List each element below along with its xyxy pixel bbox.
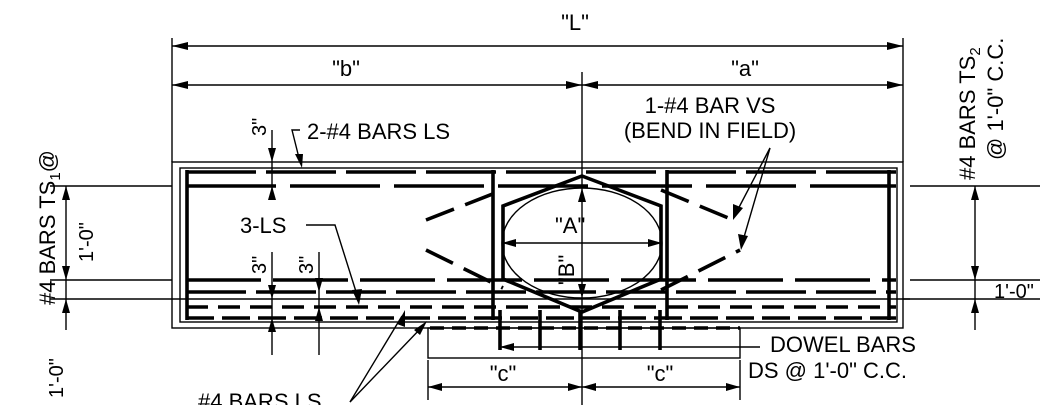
bar-vs-line2-text: (BEND IN FIELD): [624, 118, 796, 143]
arrow-c-left-2: [568, 383, 582, 391]
bar-vs-line1-text: 1-#4 BAR VS: [645, 93, 776, 118]
dim-B-text: "B": [554, 255, 579, 285]
dim-1ft-left-text: 1'-0": [76, 222, 98, 262]
arrow-c-right-2: [726, 383, 740, 391]
arrow-3in-top-up: [268, 186, 276, 200]
arrow-3in-right-down: [315, 278, 323, 292]
vs-bar-left-lower: [425, 248, 504, 290]
arrow-b-right: [566, 81, 582, 89]
arrow-3in-left-up: [268, 318, 276, 332]
ts1-text: #4 BARS TS1@: [35, 150, 64, 305]
arrow-3in-left-down: [268, 285, 276, 299]
vs-bar-left-upper: [425, 188, 504, 222]
arrow-A-left: [502, 239, 516, 247]
dim-A-text: "A": [555, 213, 585, 238]
leader-bars-ls-2: [291, 129, 301, 163]
vs-bar-right-lower: [660, 248, 741, 292]
arrow-b-left: [172, 81, 188, 89]
dim-c-left-text: "c": [490, 361, 517, 386]
arrow-ts2-top: [971, 186, 979, 200]
arrow-ts1-top: [62, 186, 70, 200]
ts1-prefix: #4 BARS TS: [35, 181, 60, 305]
bars-ls-2-text: 2-#4 BARS LS: [307, 119, 450, 144]
dim-1ft-right-text: 1'-0": [994, 281, 1034, 303]
ts2-sub: 2: [967, 47, 984, 55]
dowel-block-outline: [427, 327, 741, 359]
arrow-L-right: [887, 42, 903, 50]
arrow-B-top: [578, 188, 586, 202]
bars-ls-bottom-text: #4 BARS LS: [198, 389, 322, 405]
arrow-A-right: [648, 239, 662, 247]
arrow-ts2-lower: [971, 299, 979, 313]
vs-bar-right-upper: [660, 188, 739, 224]
ls-3-text: 3-LS: [240, 213, 286, 238]
arrow-bars-ls-2: [295, 154, 303, 168]
dim-1ft-left-bottom-text: 1'-0": [46, 358, 68, 398]
arrow-c-left-1: [428, 383, 442, 391]
ts2-prefix: #4 BARS TS: [955, 56, 980, 180]
ts2-text: #4 BARS TS2: [955, 47, 984, 180]
dim-3in-top-text: 3": [249, 118, 271, 136]
ts2-spacing-text: @ 1'-0" C.C.: [983, 38, 1008, 160]
arrow-ts1-bottom: [62, 266, 70, 280]
arrow-L-left: [172, 42, 188, 50]
arrow-bars-ls-bottom-1: [397, 310, 405, 327]
dowel-line2-text: DS @ 1'-0" C.C.: [748, 358, 907, 383]
dowel-line1-text: DOWEL BARS: [770, 332, 916, 357]
leader-bars-ls-bottom-1: [349, 315, 403, 403]
ts1-sub: 1: [47, 172, 64, 180]
ts1-suffix: @: [35, 150, 60, 172]
dim-c-right-text: "c": [647, 361, 674, 386]
dim-a-text: "a": [731, 56, 759, 81]
dim-3in-right-text: 3": [296, 256, 318, 274]
arrow-a-right: [887, 81, 903, 89]
arrow-ls-3: [352, 289, 362, 305]
arrow-a-left: [582, 81, 598, 89]
dim-3in-left-text: 3": [249, 256, 271, 274]
arrow-vs-1: [733, 204, 743, 220]
arrow-vs-2: [738, 234, 748, 250]
arrow-ts1-lower: [62, 299, 70, 313]
arrow-B-bottom: [578, 284, 586, 298]
arrow-ts2-bottom: [971, 266, 979, 280]
leader-bars-ls-bottom-2: [349, 326, 423, 403]
dim-b-text: "b": [332, 56, 360, 81]
leader-vs-1: [734, 147, 771, 216]
leader-ls-3: [306, 224, 359, 299]
arrow-c-right-1: [582, 383, 596, 391]
arrow-bars-ls-bottom-2: [414, 321, 427, 335]
arrow-3in-top-down: [268, 148, 276, 162]
leader-vs-2: [741, 147, 771, 245]
arrow-3in-right-up: [315, 307, 323, 321]
dim-L-text: "L": [561, 10, 589, 35]
